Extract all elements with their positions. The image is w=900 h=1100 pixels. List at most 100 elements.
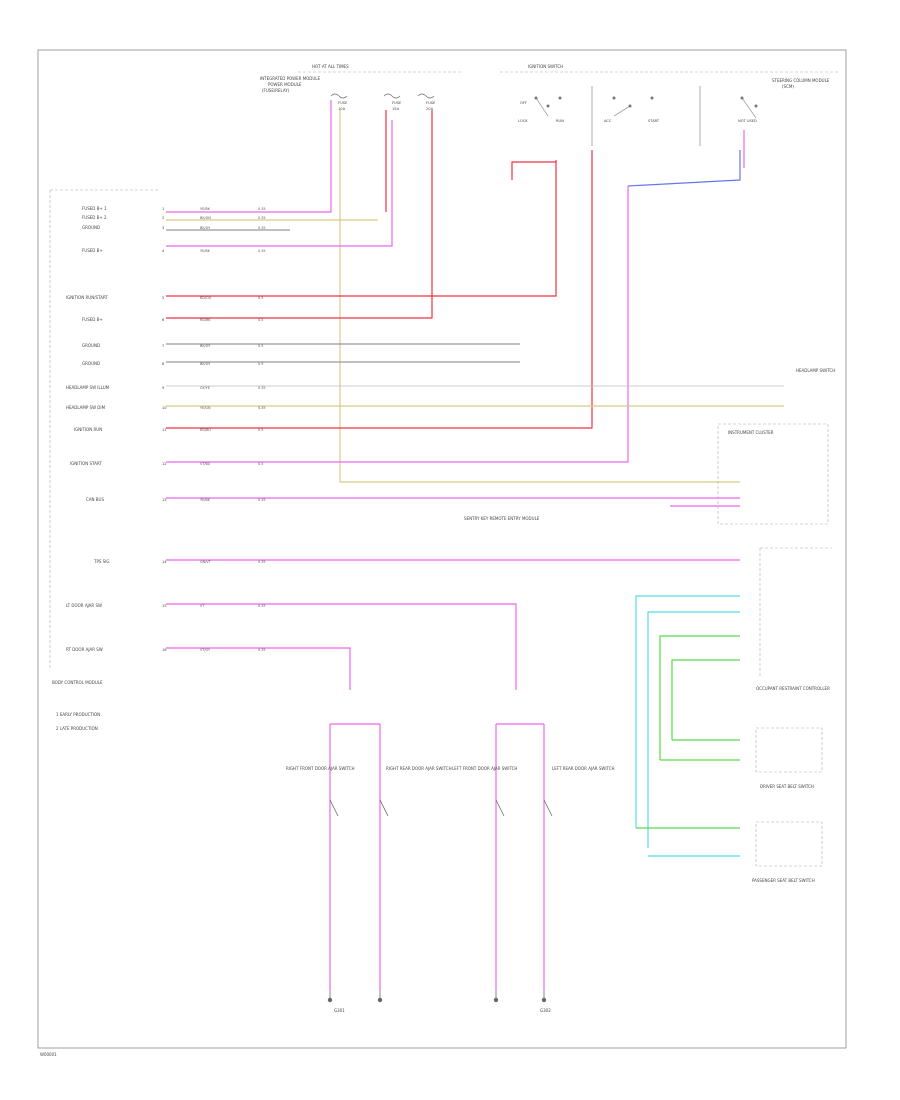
conn-label-11: IGNITION RUN [74,427,102,432]
svg-text:FUSE: FUSE [338,101,348,105]
pass-buckle-box [755,821,823,867]
conn-label-5: IGNITION RUN/START [66,295,108,300]
right-module-1-label: HEADLAMP SWITCH [796,368,835,373]
wire-pink-fused-b1 [166,100,332,213]
wire-red-ign-short [511,161,556,180]
svg-text:10: 10 [162,406,167,410]
svg-text:16: 16 [162,648,167,652]
svg-text:GN/VT: GN/VT [200,560,212,564]
conn-label-15: LT DOOR AJAR SW [66,603,102,608]
wire-pink-2 [166,120,393,247]
ground-1-label: G301 [334,1008,345,1013]
svg-text:HOT AT ALL TIMES: HOT AT ALL TIMES [312,64,349,69]
svg-text:RD/BK: RD/BK [200,318,211,322]
right-cluster-label: INSTRUMENT CLUSTER [728,430,774,435]
svg-text:14: 14 [162,560,167,564]
occupant-module-label: OCCUPANT RESTRAINT CONTROLLER [756,686,830,691]
svg-text:POWER MODULE: POWER MODULE [268,82,302,87]
conn-label-4: FUSED B+ [82,248,103,253]
svg-text:0.35: 0.35 [258,406,266,410]
svg-text:0.35: 0.35 [258,498,266,502]
ground-symbols [327,990,547,1003]
svg-text:0.5: 0.5 [258,344,263,348]
notes-line-1: 1 EARLY PRODUCTION [56,712,100,717]
pass-buckle-label: PASSENGER SEAT BELT SWITCH [752,878,815,883]
rt-front-door-label: RIGHT FRONT DOOR AJAR SWITCH [286,766,354,771]
svg-text:BK/GY: BK/GY [200,226,211,230]
svg-text:1: 1 [162,207,164,211]
svg-text:2: 2 [162,216,164,220]
svg-text:0.35: 0.35 [258,207,266,211]
svg-text:START: START [648,119,660,123]
fuse-group-top-left: FUSE FUSE FUSE 10A 15A 20A [330,93,436,111]
wire-tan [339,110,740,483]
conn-label-13: CAN BUS [86,497,104,502]
svg-text:YE/BK: YE/BK [200,249,211,253]
notes-line-2: 2 LATE PRODUCTION [56,726,98,731]
top-left-module-label: INTEGRATED POWER MODULE [260,76,321,81]
top-right-module-label: STEERING COLUMN MODULE [772,78,830,83]
wire-red-ign-run [166,150,593,429]
svg-text:20A: 20A [426,107,434,111]
svg-text:0.5: 0.5 [258,362,263,366]
svg-text:VT/GY: VT/GY [200,648,211,652]
svg-text:YE/BK: YE/BK [200,498,211,502]
svg-text:0.35: 0.35 [258,226,266,230]
svg-text:0.5: 0.5 [258,428,263,432]
driver-buckle-label: DRIVER SEAT BELT SWITCH [760,784,814,789]
svg-text:5: 5 [162,296,164,300]
conn-label-14: TPS SIG [93,559,109,564]
svg-text:4: 4 [162,249,165,253]
conn-label-7: GROUND [82,343,100,348]
svg-text:0.5: 0.5 [258,296,263,300]
svg-text:15: 15 [162,604,167,608]
svg-text:(SCM): (SCM) [782,84,794,89]
svg-text:15A: 15A [392,107,400,111]
footer-code: W00001 [40,1052,57,1057]
wire-blue-scm [627,150,741,187]
svg-text:BK/GY: BK/GY [200,344,211,348]
conn-label-3: GROUND [82,225,100,230]
svg-text:0.5: 0.5 [258,318,263,322]
svg-text:YE/GN: YE/GN [200,406,211,410]
svg-text:OFF: OFF [520,101,527,105]
svg-text:0.35: 0.35 [258,216,266,220]
conn-label-12: IGNITION START [70,461,102,466]
svg-text:12: 12 [162,462,167,466]
svg-text:3: 3 [162,226,164,230]
svg-text:0.35: 0.35 [258,249,266,253]
mid-module-label: SENTRY KEY REMOTE ENTRY MODULE [464,516,540,521]
svg-text:11: 11 [162,428,167,432]
svg-text:8: 8 [162,362,165,366]
wires [166,100,784,990]
svg-text:FUSE: FUSE [426,101,436,105]
svg-text:VT: VT [200,604,205,608]
svg-text:(FUSE/RELAY): (FUSE/RELAY) [262,88,290,93]
svg-text:7: 7 [162,344,164,348]
conn-label-9: HEADLAMP SW ILLUM [66,385,110,390]
ignition-switch-contacts: OFF LOCK RUN ACC START NOT USED [518,86,758,146]
svg-text:RD/OG: RD/OG [200,296,212,300]
wire-pink-ign-start [166,186,629,463]
svg-text:ACC: ACC [604,119,612,123]
svg-text:13: 13 [162,498,167,502]
conn-label-10: HEADLAMP SW DIM [66,405,106,410]
instrument-cluster-box [717,423,829,525]
svg-text:0.35: 0.35 [258,648,266,652]
rt-rear-door-label: RIGHT REAR DOOR AJAR SWITCH [386,766,452,771]
door-switch-symbols [329,799,553,817]
svg-text:BK/GY: BK/GY [200,362,211,366]
conn-label-6: FUSED B+ [82,317,103,322]
svg-text:VT/BU: VT/BU [200,462,211,466]
svg-text:FUSE: FUSE [392,101,402,105]
lt-rear-door-label: LEFT REAR DOOR AJAR SWITCH [552,766,615,771]
svg-text:0.35: 0.35 [258,604,266,608]
wire-red-fused [166,110,433,319]
wire-red-ign-run-start [166,160,557,297]
svg-text:GY/YE: GY/YE [200,386,210,390]
svg-text:10A: 10A [338,107,346,111]
notes-title: BODY CONTROL MODULE [52,680,103,685]
driver-buckle-box [755,727,823,773]
svg-text:0.35: 0.35 [258,560,266,564]
top-mid-switch-label: IGNITION SWITCH [528,64,563,69]
